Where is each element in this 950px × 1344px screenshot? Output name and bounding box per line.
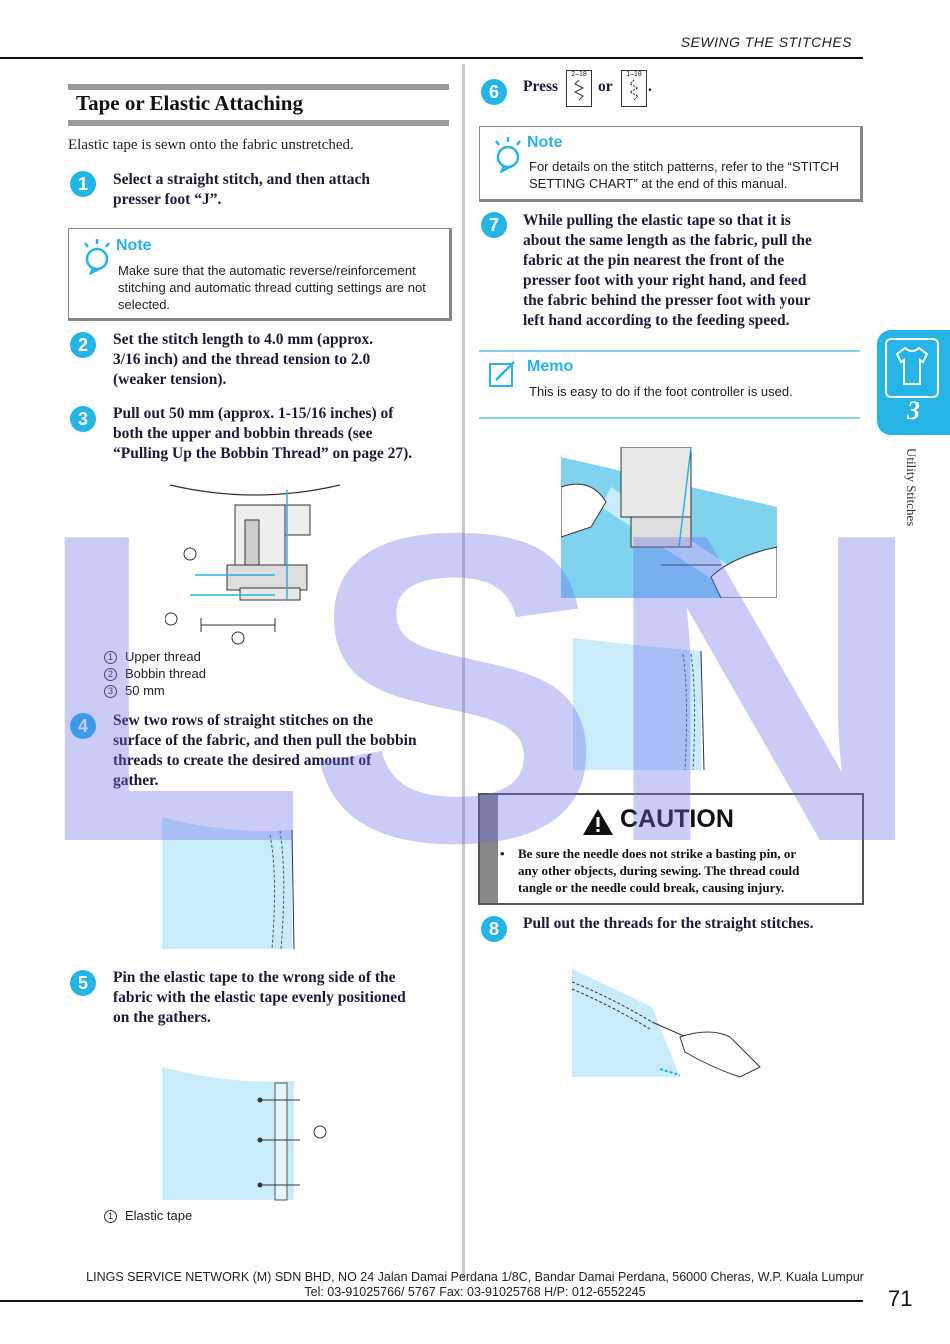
- step-4-number: 4: [70, 713, 96, 739]
- stitch-key-1-18[interactable]: 1–18: [621, 70, 647, 107]
- section-header: SEWING THE STITCHES: [680, 34, 852, 50]
- zigzag-stitch-icon: [573, 79, 585, 101]
- chapter-tab: 3: [877, 330, 950, 435]
- memo-body: This is easy to do if the foot controlle…: [529, 384, 793, 399]
- lightbulb-icon: [495, 137, 521, 173]
- memo-top-rule: [479, 350, 860, 352]
- memo-title: Memo: [527, 358, 574, 375]
- caution-text: • Be sure the needle does not strike a b…: [500, 846, 800, 895]
- memo-pencil-icon: [489, 361, 515, 387]
- step-6-number: 6: [481, 79, 507, 105]
- memo-bottom-rule: [479, 417, 860, 419]
- caution-side-bar: [480, 795, 498, 903]
- presser-foot-threads-figure: [165, 484, 341, 645]
- chapter-label: Utility Stitches: [904, 448, 919, 527]
- pulling-threads-figure: [571, 969, 761, 1078]
- stitch-key-2-18[interactable]: 2–18: [566, 70, 592, 107]
- step-2-number: 2: [70, 332, 96, 358]
- page-title: Tape or Elastic Attaching: [76, 91, 303, 115]
- step-8-number: 8: [481, 916, 507, 942]
- note-1-title: Note: [116, 237, 152, 254]
- footer-address: LINGS SERVICE NETWORK (M) SDN BHD, NO 24…: [86, 1270, 864, 1284]
- note-box-1: Note Make sure that the automatic revers…: [68, 228, 452, 321]
- caution-box: CAUTION • Be sure the needle does not st…: [478, 793, 864, 905]
- footer-rule: [0, 1300, 863, 1302]
- step-6-or: or: [598, 78, 613, 95]
- step-1-text: Select a straight stitch, and then attac…: [113, 171, 371, 208]
- warning-triangle-icon: [583, 809, 613, 835]
- column-divider: [462, 64, 465, 1279]
- step-6-text: Press: [523, 78, 559, 95]
- step-3-number: 3: [70, 406, 96, 432]
- step-6-end: .: [648, 78, 652, 95]
- page-number: 71: [888, 1286, 913, 1311]
- step-7-number: 7: [481, 212, 507, 238]
- note-2-title: Note: [527, 134, 563, 151]
- note-box-2: Note For details on the stitch patterns,…: [479, 126, 863, 202]
- step-2-text: Set the stitch length to 4.0 mm (approx.…: [113, 331, 374, 388]
- step-3-text: Pull out 50 mm (approx. 1-15/16 inches) …: [113, 405, 413, 462]
- footer-contact: Tel: 03-91025766/ 5767 Fax: 03-91025768 …: [304, 1285, 646, 1299]
- chapter-number: 3: [907, 396, 920, 425]
- step-8-text: Pull out the threads for the straight st…: [523, 915, 814, 932]
- elastic-attached-fabric-figure: [573, 638, 705, 771]
- step-1-number: 1: [70, 171, 96, 197]
- intro-text: Elastic tape is sewn onto the fabric uns…: [68, 137, 354, 153]
- step-5-number: 5: [70, 970, 96, 996]
- step-5-text: Pin the elastic tape to the wrong side o…: [113, 969, 406, 1026]
- caution-title: CAUTION: [620, 805, 734, 833]
- elastic-tape-pinned-figure: [162, 1067, 327, 1201]
- note-2-body: For details on the stitch patterns, refe…: [529, 159, 839, 191]
- sewing-with-hands-figure: [561, 447, 777, 598]
- lightbulb-icon: [84, 239, 110, 275]
- header-rule: [0, 57, 863, 59]
- tshirt-icon: [885, 338, 939, 398]
- section-title-bar: Tape or Elastic Attaching: [68, 84, 449, 126]
- step-7-text: While pulling the elastic tape so that i…: [523, 212, 812, 329]
- note-1-body: Make sure that the automatic reverse/rei…: [118, 263, 426, 312]
- step-4-text: Sew two rows of straight stitches on the…: [113, 712, 417, 789]
- gathered-fabric-figure: [162, 817, 295, 950]
- zigzag-stitch-icon: [628, 79, 640, 101]
